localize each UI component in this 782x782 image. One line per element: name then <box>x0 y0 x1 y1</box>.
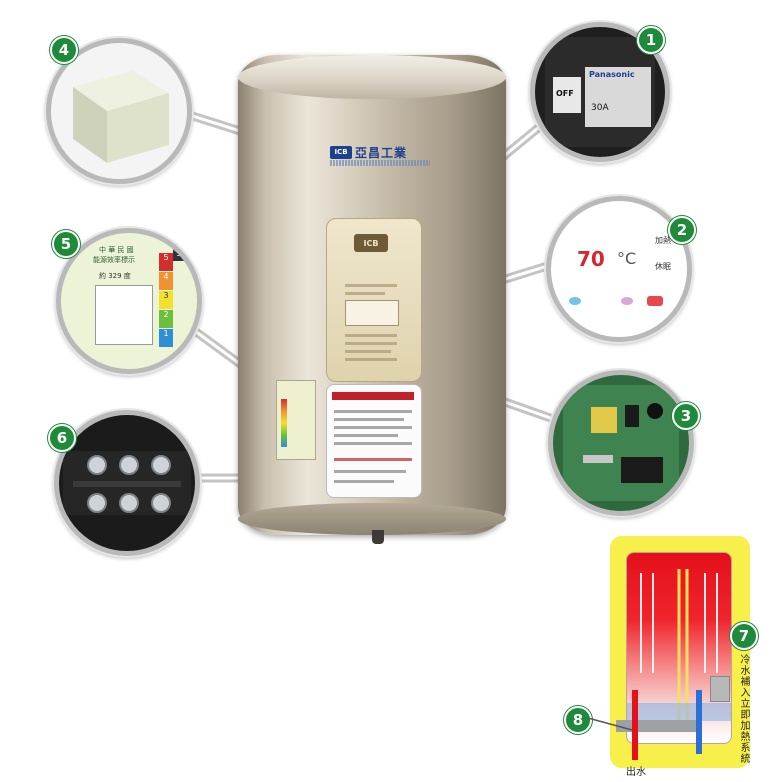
schematic-outlet-text: 出水 <box>626 767 646 778</box>
callout-8-leader <box>587 717 633 731</box>
callout-6-circle <box>54 410 200 556</box>
terminal-block-icon <box>63 451 191 515</box>
callout-3-circle <box>548 370 694 516</box>
energy-grade-5: 5 <box>159 253 173 271</box>
spec-label-header <box>332 392 414 400</box>
spec-label-row <box>334 442 412 445</box>
energy-current-grade: 5 <box>173 249 185 261</box>
spec-label-row <box>334 426 412 429</box>
energy-grade-2: 2 <box>159 310 173 328</box>
panel-text-line <box>345 342 397 345</box>
breaker-label: Panasonic 30A <box>585 67 651 127</box>
schematic-hot-outlet-pipe <box>632 690 638 760</box>
callout-2-circle: 70 °C 加熱 休眠 <box>546 196 692 342</box>
schematic-inlet-text: 冷水補入立即加熱系統 <box>738 654 749 764</box>
schematic-inlet-fitting <box>710 676 730 702</box>
energy-grade-scale: 5 4 3 2 1 <box>159 253 173 349</box>
energy-grade-4: 4 <box>159 272 173 290</box>
schematic-cold-inlet-pipe <box>696 690 702 754</box>
callout-4-number: 4 <box>50 36 78 64</box>
callout-7-number: 7 <box>730 622 758 650</box>
pcb-transformer <box>591 407 617 433</box>
panel-text-line <box>345 284 397 287</box>
heater-bottom-cap <box>238 503 506 535</box>
insulation-block-icon <box>73 71 169 163</box>
callout-1-number: 1 <box>637 26 665 54</box>
brand-badge: ICB 亞昌工業 <box>330 142 430 162</box>
panel-text-line <box>345 334 397 337</box>
display-temperature: 70 <box>577 247 605 271</box>
panel-logo: ICB <box>354 234 388 252</box>
display-unit: °C <box>617 249 637 268</box>
spec-label-card <box>326 384 422 498</box>
callout-4-circle <box>46 38 192 184</box>
energy-grade-bar <box>281 399 287 447</box>
breaker-rating: 30A <box>591 103 609 113</box>
drain-valve <box>372 530 384 544</box>
callout-3-number: 3 <box>672 402 700 430</box>
panel-display <box>345 300 399 326</box>
energy-grade-1: 1 <box>159 329 173 347</box>
callout-6-number: 6 <box>48 424 76 452</box>
schematic-tank <box>626 552 732 744</box>
callout-5-circle: 中 華 民 國 能源效率標示 約 329 度 5 4 3 2 1 5 <box>56 228 202 374</box>
energy-label-title-1: 中 華 民 國 <box>99 246 134 254</box>
spec-label-row <box>334 458 412 461</box>
energy-grade-3: 3 <box>159 291 173 309</box>
heater-top-cap <box>238 55 506 99</box>
breaker-switch-block: OFF <box>553 77 581 113</box>
indicator-red <box>647 296 663 306</box>
pcb-capacitor <box>647 403 663 419</box>
spec-label-row <box>334 434 398 437</box>
brand-name: 亞昌工業 <box>355 145 408 160</box>
callout-5-number: 5 <box>52 230 80 258</box>
indicator-blue <box>569 297 581 305</box>
breaker-state: OFF <box>556 89 574 98</box>
spec-label-row <box>334 418 404 421</box>
spec-label-row <box>334 470 406 473</box>
panel-text-line <box>345 350 391 353</box>
schematic-flow-arrows <box>627 569 731 723</box>
breaker-brand: Panasonic <box>589 70 635 79</box>
pcb-connector <box>583 455 613 463</box>
callout-8-number: 8 <box>564 706 592 734</box>
display-standby-label: 休眠 <box>655 262 671 271</box>
spec-label-row <box>334 480 394 483</box>
callout-2-number: 2 <box>668 216 696 244</box>
energy-label-table <box>95 285 153 345</box>
pcb-board <box>563 385 679 501</box>
display-heating-label: 加熱 <box>655 236 671 245</box>
panel-text-line <box>345 292 385 295</box>
spec-label-row <box>334 410 412 413</box>
pcb-relay <box>621 457 663 483</box>
breaker-housing: OFF Panasonic 30A <box>545 37 655 147</box>
indicator-pink <box>621 297 633 305</box>
pcb-component <box>625 405 639 427</box>
brand-logo: ICB <box>330 145 352 159</box>
energy-label-title-2: 能源效率標示 <box>93 256 135 264</box>
brand-subtitle-strip <box>330 160 430 166</box>
energy-label-annual: 約 329 度 <box>99 272 131 280</box>
panel-text-line <box>345 358 397 361</box>
energy-sticker-small <box>276 380 316 460</box>
